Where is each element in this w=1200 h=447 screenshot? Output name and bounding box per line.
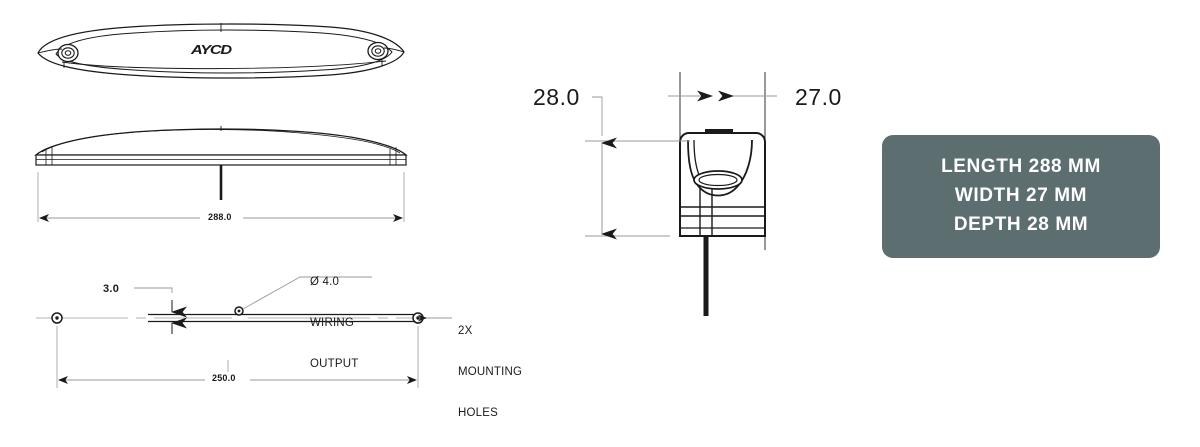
top-eyelet-left — [57, 43, 79, 63]
side-dome-outline — [34, 128, 408, 156]
top-shell-inner-offset — [55, 29, 393, 74]
top-nose-crease-right — [383, 47, 405, 53]
view-end-section — [585, 72, 777, 316]
wiring-note-diameter: Ø 4.0 — [310, 276, 340, 289]
section-cavity-sweep — [687, 139, 753, 197]
wiring-note-leader — [242, 276, 301, 310]
cad-linework — [34, 23, 777, 388]
holes-note-line-mounting: MOUNTING — [458, 365, 523, 378]
spec-width: WIDTH 27 MM — [954, 185, 1088, 207]
specification-box: LENGTH 288 MM WIDTH 27 MM DEPTH 28 MM — [882, 135, 1160, 258]
dimension-overall-length — [37, 172, 405, 222]
mounting-holes-note: 2X MOUNTING HOLES — [458, 298, 522, 447]
dimension-label-28: 28.0 — [533, 84, 580, 110]
view-side-profile — [34, 126, 408, 200]
plan-mounting-hole-left — [51, 312, 63, 324]
view-mounting-plan — [36, 276, 452, 388]
wiring-note-line-output: OUTPUT — [310, 357, 359, 370]
dim3-leader — [134, 287, 173, 293]
dimension-label-27: 27.0 — [795, 84, 842, 110]
dimension-label-288: 288.0 — [208, 212, 232, 222]
brand-logo: AYCD — [191, 42, 232, 57]
dimension-label-3: 3.0 — [103, 283, 120, 295]
holes-note-qty: 2X — [458, 325, 473, 338]
holes-note-line-holes: HOLES — [458, 406, 498, 419]
plan-mounting-hole-right — [412, 312, 424, 324]
technical-drawing-canvas: AYCD 288.0 3.0 250.0 28.0 27.0 Ø 4.0 WIR… — [34, 23, 1160, 419]
top-shell-seam — [61, 60, 387, 70]
dim28-leader — [592, 96, 603, 136]
plan-wiring-port — [234, 306, 244, 316]
spec-length: LENGTH 288 MM — [941, 156, 1101, 178]
section-top-nub — [705, 129, 733, 134]
dimension-label-250: 250.0 — [212, 373, 236, 383]
view-top-plan — [37, 23, 405, 79]
spec-depth: DEPTH 28 MM — [953, 213, 1089, 235]
wiring-output-note: Ø 4.0 WIRING OUTPUT — [310, 249, 358, 398]
top-nose-crease-left — [37, 48, 63, 54]
top-eyelet-right — [367, 41, 389, 61]
section-throat-ellipse-inner — [698, 173, 738, 187]
side-base-block — [35, 154, 407, 166]
wiring-note-line-wiring: WIRING — [310, 316, 354, 329]
side-dome-inner — [41, 129, 401, 154]
